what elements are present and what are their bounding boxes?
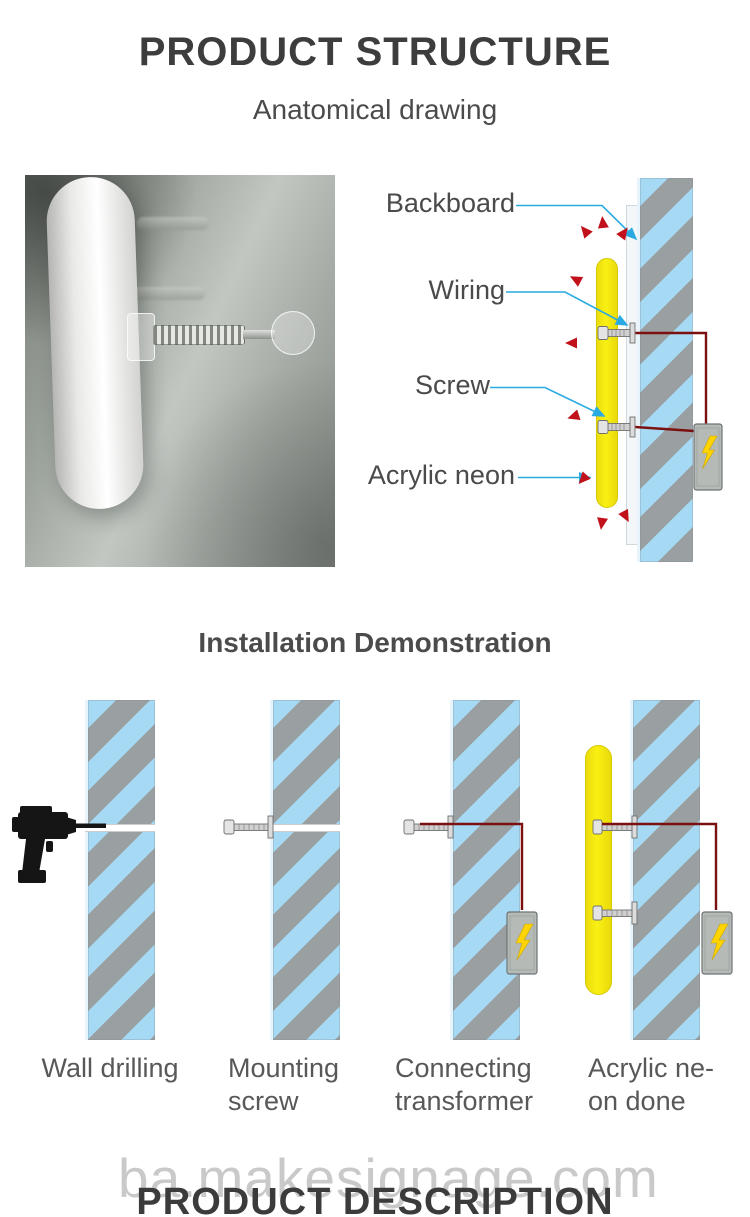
photo-screw-shaft: [243, 330, 275, 339]
step4-wall: [630, 700, 700, 1040]
step2-wall: [270, 700, 340, 1040]
screw-icon: [592, 901, 638, 925]
photo-background-screw: [137, 217, 209, 230]
wire: [602, 822, 718, 910]
step-label-wall-drilling: Wall drilling: [10, 1052, 210, 1085]
step-label-mounting-screw: Mounting screw: [228, 1052, 388, 1118]
label-acrylic-neon: Acrylic neon: [367, 460, 515, 490]
step-label-line: on done: [588, 1085, 686, 1116]
transformer: [506, 911, 538, 975]
step-label-line: Connecting: [395, 1053, 532, 1083]
step-label-line: Acrylic ne-: [588, 1053, 715, 1083]
installation-title: Installation Demonstration: [198, 627, 552, 658]
anatomy-neon-tube: [596, 258, 618, 508]
mounting-screw-bottom: [597, 416, 636, 438]
photo-acrylic-bracket: [127, 313, 155, 361]
step-label-line: Wall drilling: [41, 1053, 179, 1083]
anatomy-wall: [637, 178, 693, 562]
step3-wall: [450, 700, 520, 1040]
lightning-icon: [701, 435, 718, 470]
label-backboard: Backboard: [385, 188, 515, 218]
wire-run: [634, 331, 708, 433]
step1-drill-hole: [85, 824, 155, 832]
anatomy-overlay: [490, 204, 723, 530]
footer-title: PRODUCT DESCRIPTION: [136, 1181, 614, 1217]
step2-drill-hole: [270, 824, 340, 832]
page-subtitle: Anatomical drawing: [252, 94, 498, 125]
photo-spring-screw: [153, 325, 245, 345]
step-label-line: screw: [228, 1085, 299, 1116]
mounting-screw-top: [597, 322, 636, 344]
screw-icon: [223, 815, 274, 839]
glow-arrows: [565, 216, 629, 530]
leader-lines: [490, 204, 638, 484]
watermark: ba.makesignage.com: [118, 1147, 659, 1209]
step4-neon-tube: [585, 745, 612, 995]
screw-icon: [592, 815, 638, 839]
step-label-line: Mounting: [228, 1053, 340, 1083]
drill-icon: [12, 806, 106, 883]
step-label-line: transformer: [395, 1085, 534, 1116]
lightning-icon: [515, 923, 534, 961]
product-photo: [25, 175, 335, 567]
step1-wall: [85, 700, 155, 1040]
step-label-connecting-transformer: Connecting transformer: [395, 1052, 575, 1118]
photo-clear-mount: [271, 311, 315, 355]
page-title: PRODUCT STRUCTURE: [138, 30, 612, 74]
photo-background-screw: [123, 287, 205, 300]
wire: [420, 822, 524, 910]
transformer: [701, 911, 733, 975]
screw-icon: [403, 815, 454, 839]
lightning-icon: [710, 923, 729, 961]
label-wiring: Wiring: [428, 275, 505, 305]
label-screw: Screw: [414, 370, 490, 400]
transformer: [693, 423, 723, 491]
step-label-acrylic-neon-done: Acrylic ne- on done: [588, 1052, 748, 1118]
